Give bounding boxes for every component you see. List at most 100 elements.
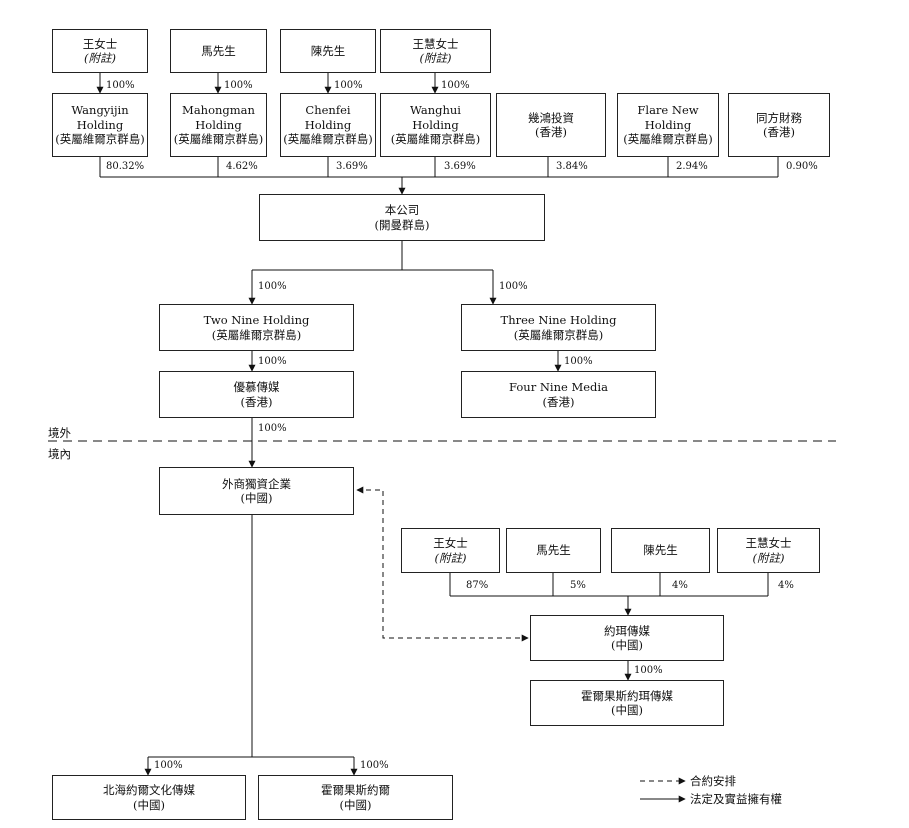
entity-jurisdiction: (英屬維爾京群島) [211,327,302,342]
owner-note: (附註) [419,51,452,65]
prc-owner-pct: 5% [570,580,586,591]
wfoe-box: 外商獨資企業 (中國) [159,467,354,515]
entity-jurisdiction: (中國) [611,638,643,652]
holding-line: Holding [76,117,124,132]
owner-name: 馬先生 [201,43,236,58]
owner-name: 王女士 [82,36,118,51]
holding-pct: 80.32% [106,161,145,172]
pct-label: 100% [334,80,363,91]
pct-label: 100% [106,80,135,91]
horgos-yuejian-media-box: 霍爾果斯約珥傳媒 (中國) [530,680,724,726]
owner-box-chen: 陳先生 [280,29,376,73]
holding-line: Chenfei [305,103,351,118]
beihai-yueer-culture-media-box: 北海約爾文化傳媒 (中國) [52,775,246,820]
holding-line: Holding [304,117,352,132]
entity-name: 優慕傳媒 [233,380,280,395]
prc-owner-box-wang: 王女士 (附註) [401,528,500,573]
company-jurisdiction: (開曼群島) [374,217,430,232]
pct-label: 100% [564,356,593,367]
four-nine-media-box: Four Nine Media (香港) [461,371,656,418]
prc-owner-box-chen: 陳先生 [611,528,710,573]
entity-name: 約珥傳媒 [604,623,650,638]
owner-box-wanghui: 王慧女士 (附註) [380,29,491,73]
holding-line: (英屬維爾京群島) [283,132,373,147]
holding-line: Wanghui [410,103,461,118]
holding-line: (香港) [535,125,567,139]
legend-contractual-label: 合約安排 [690,774,736,788]
horgos-yueer-box: 霍爾果斯約爾 (中國) [258,775,453,820]
entity-name: Two Nine Holding [203,313,310,328]
owner-note: (附註) [84,51,116,65]
entity-jurisdiction: (中國) [133,797,165,812]
pct-label: 100% [441,80,470,91]
holding-box-mahongman: Mahongman Holding (英屬維爾京群島) [170,93,267,157]
holding-pct: 3.69% [444,161,476,172]
company-name: 本公司 [384,203,420,218]
pct-label: 100% [499,281,528,292]
owner-box-ma: 馬先生 [170,29,267,73]
entity-jurisdiction: (中國) [240,491,273,505]
owner-name: 王女士 [433,536,468,551]
pct-label: 100% [258,281,287,292]
holding-line: 同方財務 [756,110,802,125]
holding-pct: 3.84% [556,161,588,172]
pct-label: 100% [258,356,287,367]
holding-box-chenfei: Chenfei Holding (英屬維爾京群島) [280,93,376,157]
holding-pct: 3.69% [336,161,368,172]
entity-name: 外商獨資企業 [222,476,291,491]
holding-line: Holding [195,117,242,132]
holding-line: Mahongman [182,103,255,118]
owner-name: 王慧女士 [745,536,792,551]
prc-owner-pct: 4% [778,580,794,591]
holding-box-jihong: 幾鴻投資 (香港) [496,93,606,157]
entity-name: Three Nine Holding [500,313,617,328]
youmu-media-box: 優慕傳媒 (香港) [159,371,354,418]
pct-label: 100% [360,760,389,771]
owner-name: 王慧女士 [412,36,459,51]
prc-owner-pct: 4% [672,580,688,591]
holding-line: (英屬維爾京群島) [390,132,481,147]
pct-label: 100% [258,423,287,434]
pct-label: 100% [154,760,183,771]
holding-box-flare-new: Flare New Holding (英屬維爾京群島) [617,93,719,157]
holding-line: (香港) [763,125,795,139]
three-nine-holding-box: Three Nine Holding (英屬維爾京群島) [461,304,656,351]
holding-line: 幾鴻投資 [528,110,574,125]
owner-note: (附註) [434,550,467,565]
offshore-label: 境外 [48,426,71,440]
holding-line: Wangyijin [71,103,129,118]
entity-jurisdiction: (香港) [542,394,575,409]
owner-name: 馬先生 [536,543,571,558]
owner-name: 陳先生 [643,543,678,558]
holding-line: Holding [644,117,692,132]
owner-box-wang: 王女士 (附註) [52,29,148,73]
holding-line: (英屬維爾京群島) [623,132,713,147]
prc-owner-pct: 87% [466,580,489,591]
prc-owner-box-ma: 馬先生 [506,528,601,573]
yuejian-media-box: 約珥傳媒 (中國) [530,615,724,661]
entity-jurisdiction: (香港) [240,394,273,409]
company-box: 本公司 (開曼群島) [259,194,545,241]
holding-pct: 2.94% [676,161,708,172]
entity-jurisdiction: (中國) [611,703,643,717]
entity-name: 霍爾果斯約爾 [321,783,390,798]
holding-line: Holding [412,117,459,132]
owner-name: 陳先生 [310,43,346,58]
pct-label: 100% [634,665,663,676]
two-nine-holding-box: Two Nine Holding (英屬維爾京群島) [159,304,354,351]
entity-jurisdiction: (中國) [339,797,372,812]
prc-owner-box-wanghui: 王慧女士 (附註) [717,528,820,573]
entity-name: 北海約爾文化傳媒 [103,783,195,798]
holding-line: Flare New [637,103,699,118]
holding-pct: 4.62% [226,161,258,172]
entity-jurisdiction: (英屬維爾京群島) [513,327,604,342]
onshore-label: 境內 [48,447,71,461]
owner-note: (附註) [752,550,785,565]
holding-pct: 0.90% [786,161,818,172]
holding-line: (英屬維爾京群島) [173,132,264,147]
holding-box-wangyijin: Wangyijin Holding (英屬維爾京群島) [52,93,148,157]
holding-line: (英屬維爾京群島) [55,132,145,147]
pct-label: 100% [224,80,253,91]
holding-box-wanghui: Wanghui Holding (英屬維爾京群島) [380,93,491,157]
